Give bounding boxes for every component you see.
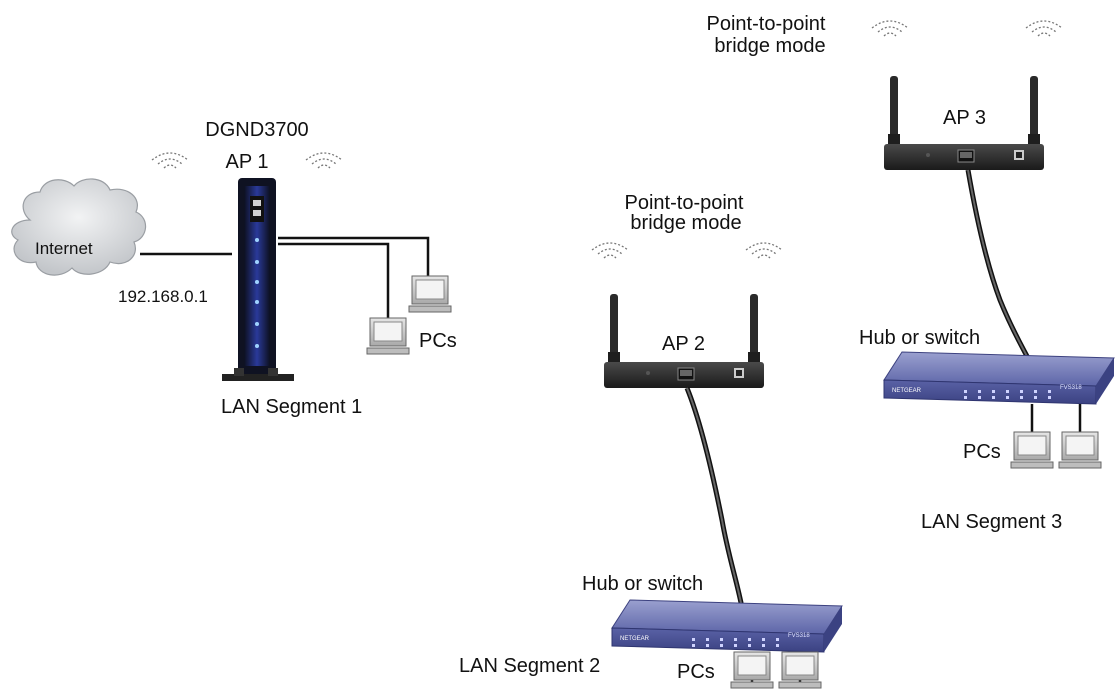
hub-switch-ap2-label: Hub or switch [582,573,704,595]
pcs-segment-2-label: PCs [677,661,715,683]
lan-cables-segment-3 [1030,404,1082,432]
router-ip-label: 192.168.0.1 [118,287,208,306]
wireless-waves-icon [305,152,343,169]
wireless-waves-icon [151,152,189,169]
lan-segment-2-label: LAN Segment 2 [459,655,601,677]
pc-icon [408,275,452,313]
pc-icon [730,651,774,689]
pc-icon [778,651,822,689]
ap3-label: AP 3 [943,107,986,129]
bridge-mode-ap3-line1: Point-to-point [706,13,826,35]
cloud-icon [11,178,147,276]
router-icon [222,178,294,381]
pc-icon [366,317,410,355]
bridge-mode-ap2-line2: bridge mode [630,212,742,234]
switch-icon [883,351,1115,405]
lan-cables-segment-1 [278,236,430,320]
pc-icon [1058,431,1102,469]
wireless-waves-icon [871,20,909,37]
wireless-waves-icon [745,242,783,259]
wireless-waves-icon [1025,20,1063,37]
internet-label: Internet [35,239,93,258]
router-model-label: DGND3700 [205,119,309,141]
pcs-segment-3-label: PCs [963,441,1001,463]
bridge-mode-ap2-line1: Point-to-point [624,192,744,214]
pc-icon [1010,431,1054,469]
hub-switch-ap3-label: Hub or switch [859,327,981,349]
lan-segment-1-label: LAN Segment 1 [221,396,363,418]
bridge-mode-ap3-line2: bridge mode [714,35,826,57]
pcs-segment-1-label: PCs [419,330,457,352]
wireless-waves-icon [591,242,629,259]
lan-segment-3-label: LAN Segment 3 [921,511,1063,533]
ap1-label: AP 1 [225,151,269,173]
switch-icon [611,599,843,653]
ap2-label: AP 2 [662,333,705,355]
